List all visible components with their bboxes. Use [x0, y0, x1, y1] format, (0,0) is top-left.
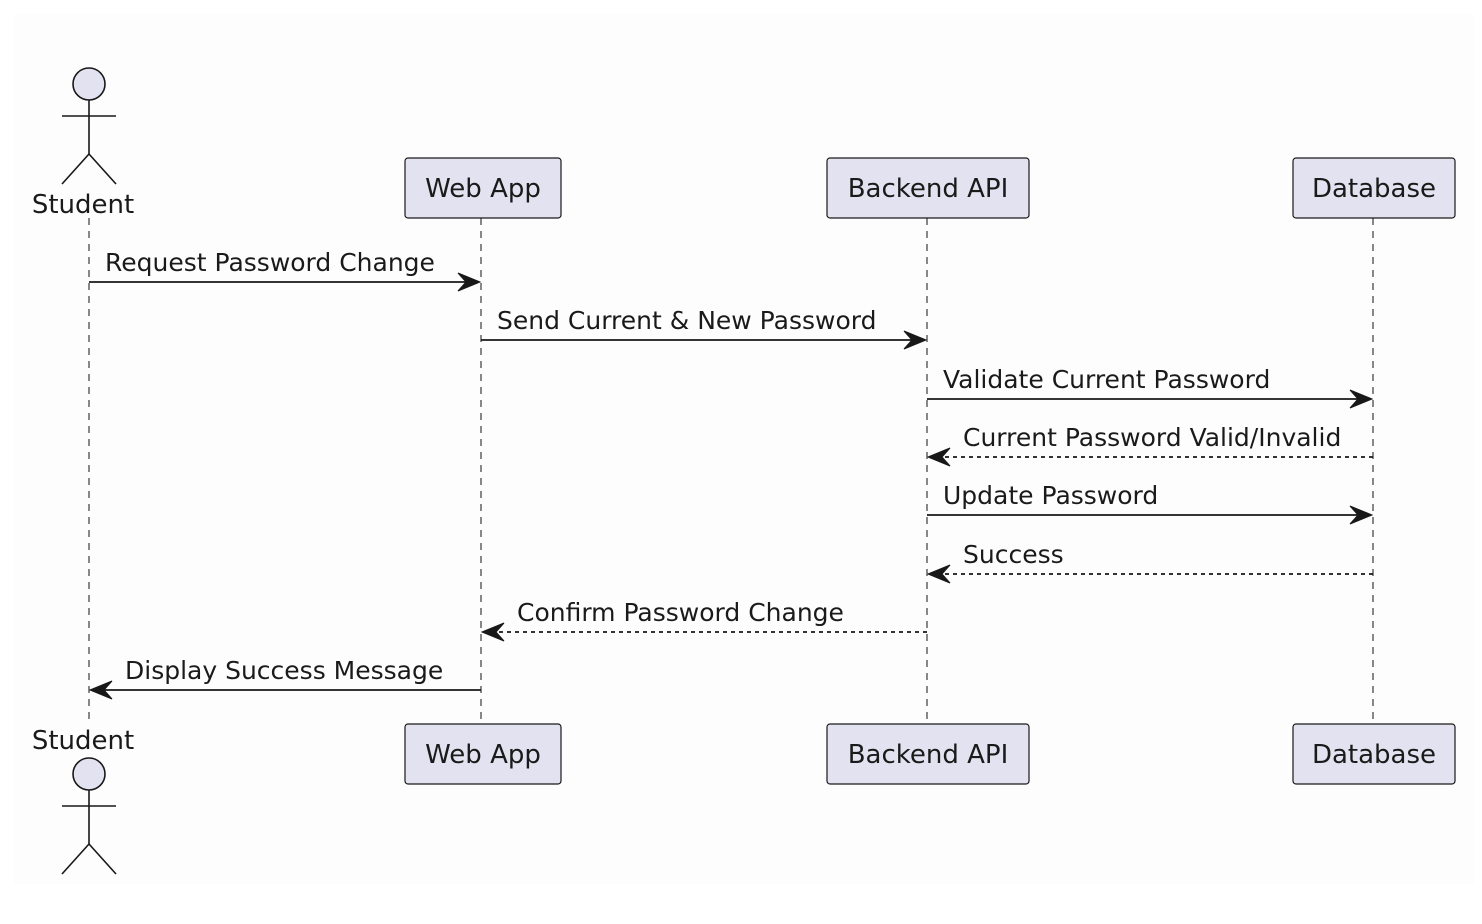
participant-label-backend-bottom: Backend API [848, 740, 1009, 770]
participant-box-backend-top [826, 157, 1030, 219]
message-label-1: Request Password Change [105, 248, 435, 277]
message-arrowhead-1 [457, 272, 482, 292]
message-arrowhead-5 [1349, 505, 1374, 525]
participant-label-student-top: Student [32, 190, 134, 220]
actor-head-top [72, 67, 106, 101]
actor-leg-right-bottom [88, 843, 117, 875]
actor-leg-left-top [61, 153, 90, 185]
participant-label-webapp-top: Web App [425, 174, 541, 204]
sequence-diagram [14, 14, 1474, 884]
participant-label-database-top: Database [1312, 174, 1436, 204]
message-label-7: Confirm Password Change [517, 598, 844, 627]
participant-box-database-top [1292, 157, 1456, 219]
message-label-6: Success [963, 540, 1064, 569]
participant-label-backend-top: Backend API [848, 174, 1009, 204]
message-arrowhead-2 [903, 330, 928, 350]
message-arrowhead-8 [88, 680, 113, 700]
message-arrowhead-3 [1349, 389, 1374, 409]
message-arrowhead-7 [480, 622, 505, 642]
participant-box-webapp-bottom [404, 723, 562, 785]
participant-label-database-bottom: Database [1312, 740, 1436, 770]
participant-box-backend-bottom [826, 723, 1030, 785]
message-label-4: Current Password Valid/Invalid [963, 423, 1341, 452]
participant-label-student-bottom: Student [32, 726, 134, 756]
message-label-8: Display Success Message [125, 656, 443, 685]
message-arrowhead-4 [926, 447, 951, 467]
participant-label-webapp-bottom: Web App [425, 740, 541, 770]
message-label-2: Send Current & New Password [497, 306, 876, 335]
actor-leg-right-top [88, 153, 117, 185]
message-arrowhead-6 [926, 564, 951, 584]
message-label-5: Update Password [943, 481, 1158, 510]
actor-leg-left-bottom [61, 843, 90, 875]
participant-box-webapp-top [404, 157, 562, 219]
actor-head-bottom [72, 757, 106, 791]
participant-box-database-bottom [1292, 723, 1456, 785]
message-label-3: Validate Current Password [943, 365, 1270, 394]
